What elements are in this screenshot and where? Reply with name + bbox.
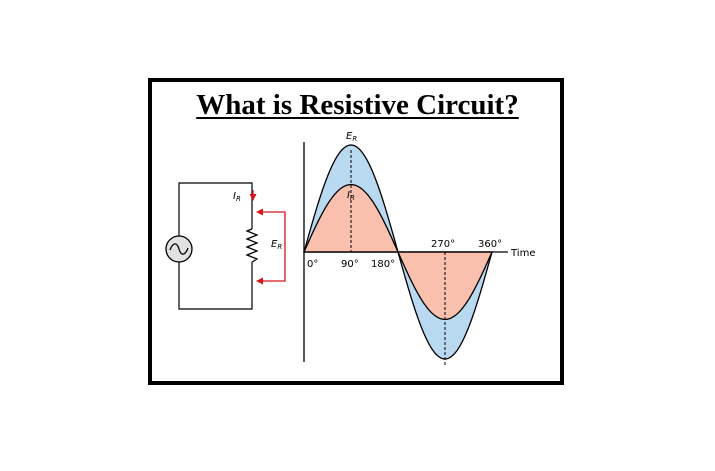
- voltage-peak-label: ER: [346, 131, 357, 143]
- degree-90-label: 90°: [341, 259, 359, 270]
- resistor: [245, 228, 259, 263]
- degree-360-label: 360°: [478, 239, 502, 250]
- circuit-voltage-label: ER: [271, 239, 282, 251]
- current-peak-label: IR: [347, 190, 355, 202]
- voltage-arrowhead-top: [256, 208, 263, 216]
- current-arrowhead: [249, 194, 257, 201]
- degree-0-label: 0°: [307, 259, 318, 270]
- title-text: What is Resistive Circuit?: [196, 89, 519, 121]
- circuit: IR ER: [165, 182, 286, 310]
- waveform-plot: ER IR 0° 90° 180° 270° 360° Time: [302, 131, 535, 365]
- voltage-bracket: [261, 211, 286, 282]
- degree-270-label: 270°: [431, 239, 455, 250]
- circuit-current-label: IR: [233, 191, 241, 203]
- degree-180-label: 180°: [371, 259, 395, 270]
- voltage-arrowhead-bottom: [256, 277, 263, 285]
- time-axis-label: Time: [510, 248, 535, 259]
- ac-wave-icon: [169, 243, 189, 255]
- circuit-wire: [178, 182, 253, 310]
- page-title: What is Resistive Circuit?: [0, 88, 715, 122]
